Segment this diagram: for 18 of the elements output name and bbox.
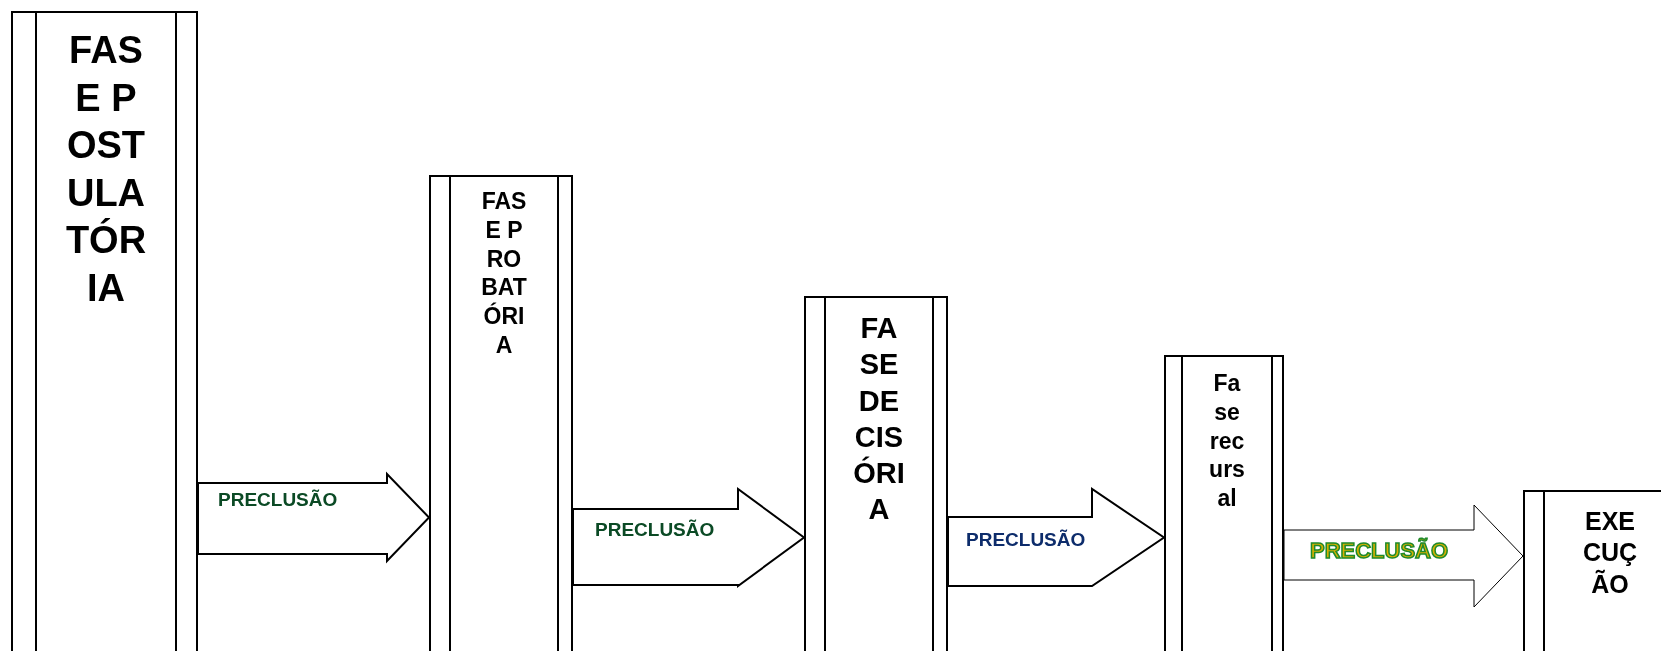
process-box (804, 296, 948, 651)
phase-title: FASE PROBATÓRIA (480, 187, 528, 360)
block-arrow (947, 487, 1166, 587)
process-box (1164, 355, 1284, 651)
edge-label: PRECLUSÃO (218, 490, 338, 509)
phase-title: FASE POSTULATÓRIA (64, 28, 148, 311)
edge-label: PRECLUSÃO (595, 520, 715, 539)
block-arrow (1283, 504, 1524, 608)
block-arrow (572, 487, 806, 588)
phase-title: EXECUÇÃO (1581, 506, 1639, 600)
process-box (429, 175, 573, 651)
process-box (11, 11, 198, 651)
block-arrow (197, 471, 431, 564)
phase-title: Fase recursal (1208, 369, 1246, 513)
edge-label: PRECLUSÃO (1310, 540, 1449, 562)
phase-title: FASE DECISÓRIA (852, 311, 906, 528)
process-box (1523, 490, 1661, 651)
edge-label: PRECLUSÃO (966, 530, 1086, 549)
